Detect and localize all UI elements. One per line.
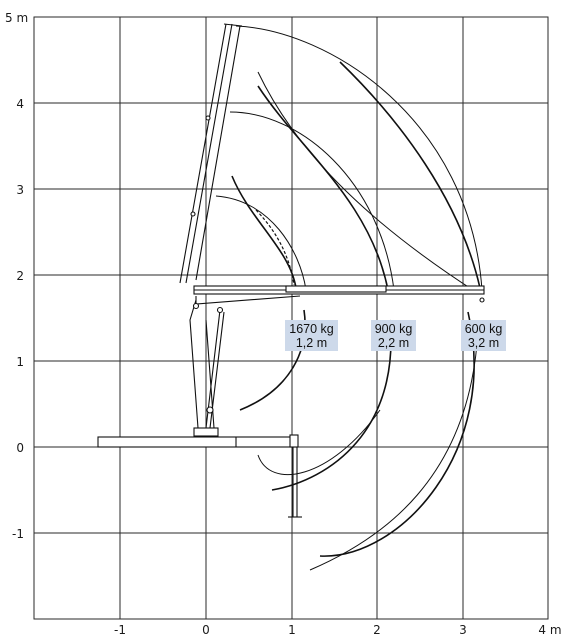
y-tick-label: 2 — [16, 269, 24, 283]
capacity-load: 900 kg — [375, 322, 413, 336]
x-axis-labels: -1 0 1 2 3 4 m — [114, 623, 562, 637]
capacity-reach: 3,2 m — [468, 336, 499, 350]
x-unit-label: 4 m — [538, 623, 561, 637]
capacity-load: 1670 kg — [289, 322, 334, 336]
raised-boom — [179, 23, 233, 284]
reach-curve-1-2m-outer — [215, 195, 307, 291]
crane — [97, 23, 485, 518]
capacity-box — [371, 320, 416, 351]
capacity-reach: 2,2 m — [378, 336, 409, 350]
y-tick-label: 1 — [16, 355, 24, 369]
raised-boom-pin-upper — [205, 115, 211, 121]
y-axis-labels: 5 m 4 3 2 1 0 -1 — [5, 11, 28, 541]
x-tick-label: 2 — [373, 623, 381, 637]
boom-brace — [195, 295, 301, 305]
capacity-reach: 1,2 m — [296, 336, 327, 350]
reach-curve-2-2m-outer — [229, 111, 395, 291]
reach-curves — [215, 25, 483, 571]
lower-curve-3-2m-thin — [309, 329, 479, 571]
capacity-label-2: 900 kg 2,2 m — [371, 320, 416, 351]
raised-boom-tip — [223, 23, 243, 27]
y-tick-label: 3 — [16, 183, 24, 197]
reach-curve-2-2m — [257, 85, 389, 291]
y-tick-label: -1 — [12, 527, 24, 541]
boom-pin — [192, 302, 200, 310]
x-tick-label: 1 — [288, 623, 296, 637]
y-unit-label: 5 m — [5, 11, 28, 25]
grid — [33, 16, 549, 620]
x-tick-label: 0 — [202, 623, 210, 637]
capacity-load: 600 kg — [465, 322, 503, 336]
capacity-box — [461, 320, 506, 351]
capacity-label-1: 1670 kg 1,2 m — [285, 320, 338, 351]
cylinder-pin — [206, 406, 214, 414]
raised-boom-inner — [195, 25, 241, 281]
plot-frame — [33, 16, 549, 620]
crane-pedestal — [193, 427, 219, 437]
reach-curve-3-2m — [257, 71, 477, 293]
lower-curve-2-2m-thin — [257, 409, 381, 476]
outer-reach-curve-upper — [339, 61, 481, 289]
x-tick-label: -1 — [114, 623, 126, 637]
lower-curve-2-2m — [271, 319, 392, 491]
crane-base-beam — [97, 436, 297, 448]
outrigger-box — [289, 434, 299, 448]
capacity-box — [285, 320, 338, 351]
cylinder-top-pin — [216, 306, 224, 314]
reach-curve-1-2m — [231, 175, 297, 289]
reach-curve-1-2m-dashed — [255, 209, 295, 286]
capacity-label-3: 600 kg 3,2 m — [461, 320, 506, 351]
x-tick-label: 3 — [459, 623, 467, 637]
raised-boom-pin-lower — [190, 211, 196, 217]
boom-extension — [285, 285, 387, 293]
outer-reach-envelope — [235, 25, 483, 291]
y-tick-label: 0 — [16, 441, 24, 455]
y-tick-label: 4 — [16, 97, 24, 111]
boom-tip-pin — [479, 297, 485, 303]
